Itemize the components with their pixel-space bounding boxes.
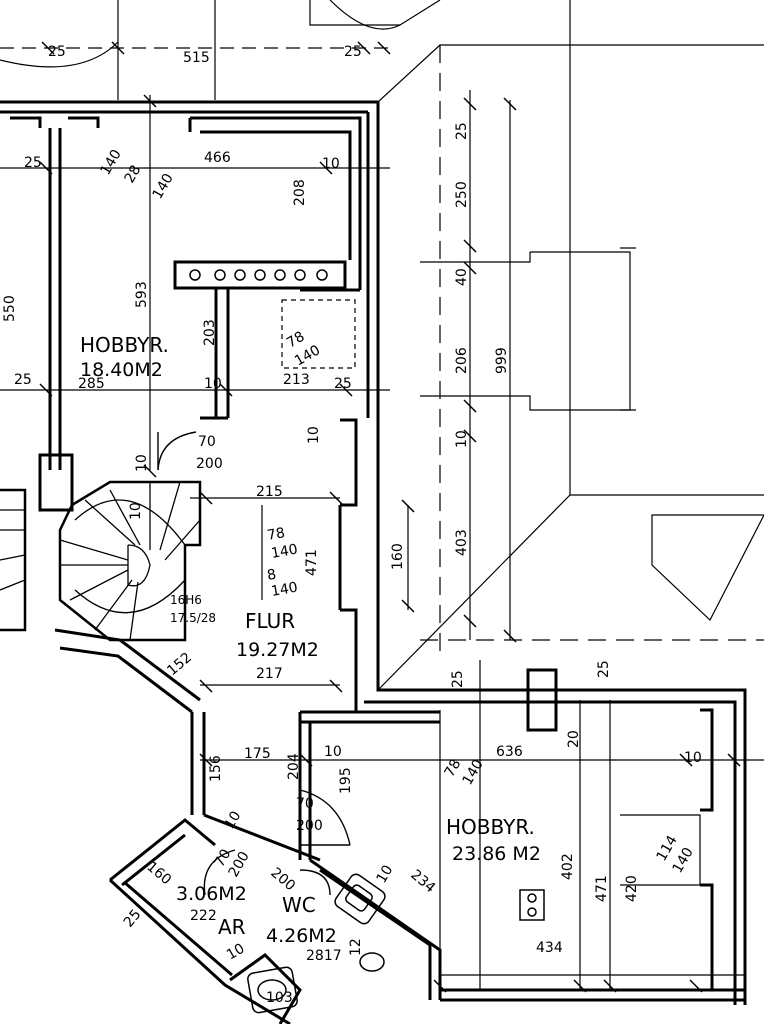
spiral-staircase xyxy=(0,480,202,642)
dim-label: 20 xyxy=(566,730,582,748)
dim-label: 208 xyxy=(292,179,308,206)
dim-label: 206 xyxy=(454,347,470,374)
oven-element xyxy=(189,269,328,281)
dim-label: 40 xyxy=(454,268,470,286)
dim-label: 25 xyxy=(24,155,42,171)
flur-area: 19.27M2 xyxy=(236,639,319,661)
dim-label: 2817 xyxy=(306,948,342,964)
dim-label: 140 xyxy=(150,171,177,202)
hobby-room-2-name: HOBBYR. xyxy=(446,815,535,839)
dim-label: 78 xyxy=(442,757,465,780)
dim-label: 515 xyxy=(183,50,210,66)
hobby-room-2-area: 23.86 M2 xyxy=(452,843,541,865)
dim-label: 12 xyxy=(348,938,364,956)
dim-label: 593 xyxy=(134,281,150,308)
dim-label: 10 xyxy=(684,750,702,766)
dim-label: 25 xyxy=(450,670,466,688)
wc-area: 4.26M2 xyxy=(266,925,337,947)
dim-label: 999 xyxy=(494,347,510,374)
dim-label: 434 xyxy=(536,940,563,956)
dim-label: 466 xyxy=(204,150,231,166)
dim-label: 152 xyxy=(164,650,195,679)
dim-label: 200 xyxy=(196,456,223,472)
dim-label: 420 xyxy=(624,875,640,902)
dim-label: 78 xyxy=(266,525,286,544)
dim-label: 217 xyxy=(256,666,283,682)
dim-label: 70 xyxy=(198,434,216,450)
dim-label: 25 xyxy=(454,122,470,140)
dim-label: 200 xyxy=(267,865,298,894)
dim-label: 103 xyxy=(266,990,293,1006)
dim-label: 78 xyxy=(284,329,307,352)
dim-label: 250 xyxy=(454,181,470,208)
ar-area: 3.06M2 xyxy=(176,883,247,905)
flur-name: FLUR xyxy=(245,609,295,633)
dim-label: 195 xyxy=(338,767,354,794)
dim-label: 25 xyxy=(596,660,612,678)
dim-label: 10 xyxy=(374,863,397,886)
dim-label: 471 xyxy=(594,875,610,902)
dim-label: 25 xyxy=(48,44,66,60)
hobby-room-1-name: HOBBYR. xyxy=(80,333,169,357)
wc-name: WC xyxy=(282,893,316,917)
ar-name: AR xyxy=(218,915,246,939)
dim-label: 471 xyxy=(304,549,320,576)
dim-label: 10 xyxy=(324,744,342,760)
dim-label: 636 xyxy=(496,744,523,760)
dim-label: 402 xyxy=(560,853,576,880)
dim-label: 25 xyxy=(14,372,32,388)
dim-label: 70 xyxy=(296,796,314,812)
hobby-room-1-area: 18.40M2 xyxy=(80,359,163,381)
dimension-labels: 25 515 25 25 466 10 25 285 10 213 25 70 … xyxy=(14,44,702,1006)
guide-lines xyxy=(0,0,764,990)
dim-label: 10 xyxy=(128,502,144,520)
stair-ratio: 17.5/28 xyxy=(170,611,216,625)
dimension-labels-vertical: 208 25 250 40 550 593 203 206 999 10 10 … xyxy=(2,122,640,956)
dim-label: 140 xyxy=(460,757,487,788)
dim-label: 156 xyxy=(208,755,224,782)
door-swings xyxy=(157,431,351,896)
dim-label: 175 xyxy=(244,746,271,762)
dim-label: 204 xyxy=(286,753,302,780)
dim-label: 10 xyxy=(322,156,340,172)
dim-label: 10 xyxy=(224,941,247,964)
dim-label: 200 xyxy=(296,818,323,834)
dim-label: 25 xyxy=(334,376,352,392)
dim-label: 70 xyxy=(212,847,235,870)
dim-label: 234 xyxy=(407,867,438,896)
dim-label: 213 xyxy=(283,372,310,388)
dim-label: 140 xyxy=(98,147,125,178)
dim-label: 10 xyxy=(306,426,322,444)
wc-fixtures xyxy=(247,873,545,1014)
dim-label: 10 xyxy=(134,454,150,472)
dim-label: 8 xyxy=(266,567,278,584)
dim-label: 10 xyxy=(454,430,470,448)
dim-label: 403 xyxy=(454,529,470,556)
dim-label: 285 xyxy=(78,376,105,392)
dim-label: 10 xyxy=(204,376,222,392)
stair-label: 16H6 xyxy=(170,593,202,607)
dim-label: 160 xyxy=(390,543,406,570)
dim-label: 25 xyxy=(344,44,362,60)
dim-label: 222 xyxy=(190,908,217,924)
dim-label: 28 xyxy=(122,163,145,186)
dim-label: 215 xyxy=(256,484,283,500)
dim-label: 140 xyxy=(270,542,299,562)
dim-label: 203 xyxy=(202,319,218,346)
dim-label: 10 xyxy=(222,809,245,832)
dimension-ticks xyxy=(39,41,741,993)
dim-label: 550 xyxy=(2,295,18,322)
dim-label: 140 xyxy=(270,580,299,600)
